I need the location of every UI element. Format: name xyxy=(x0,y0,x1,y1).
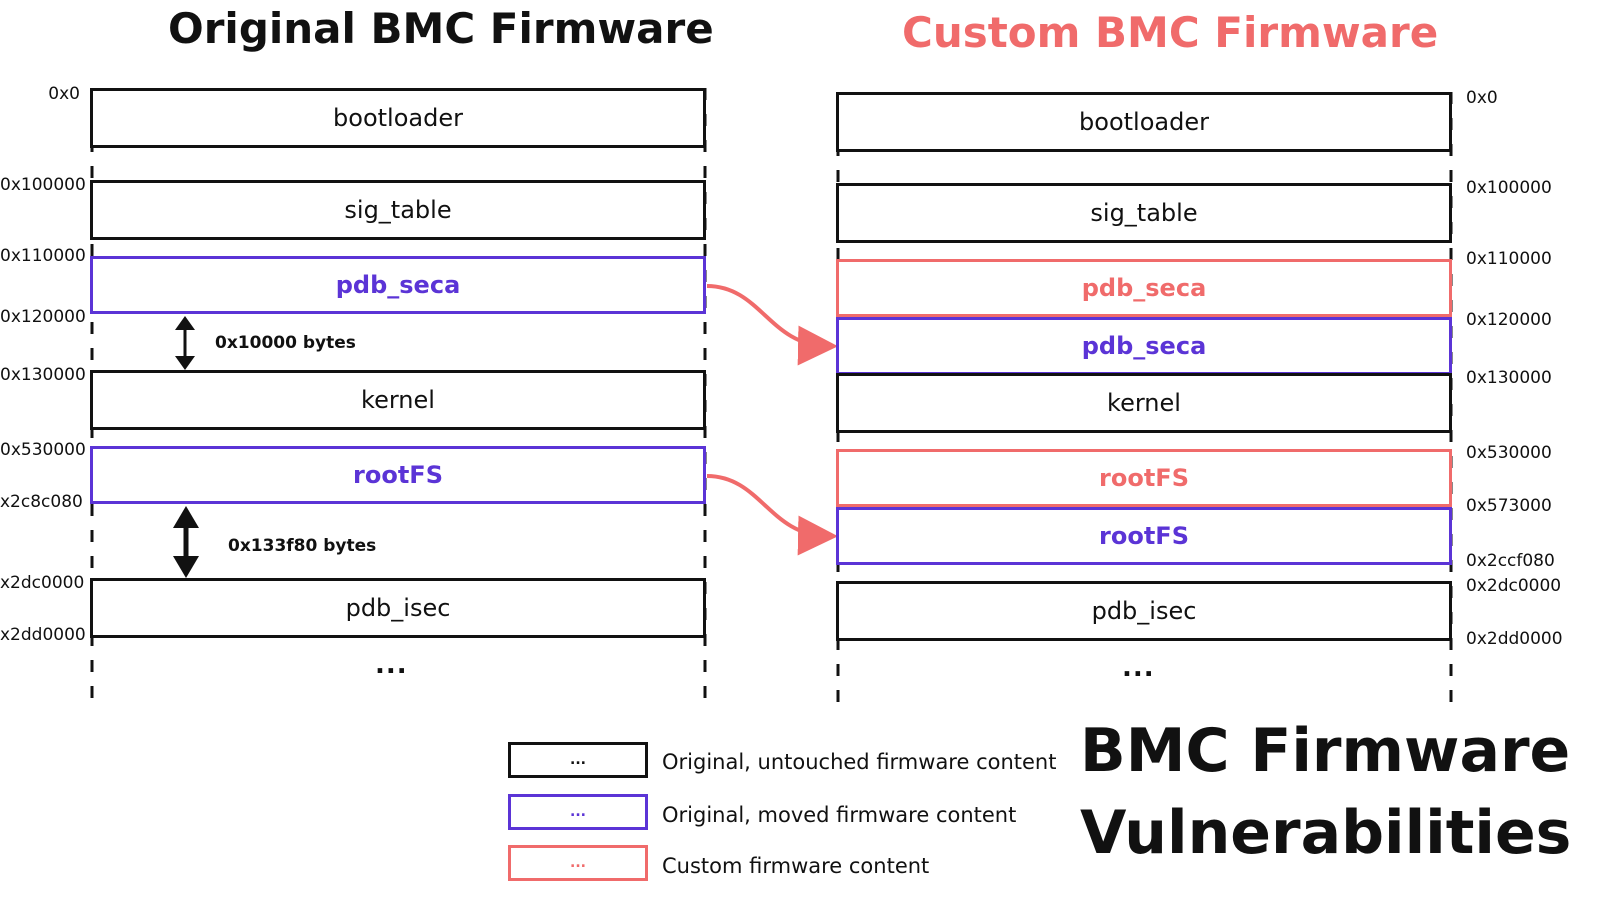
right-addr: 0x110000 xyxy=(1466,249,1552,269)
left-pdb-seca-block: pdb_seca xyxy=(90,256,706,314)
left-addr: 0x530000 xyxy=(0,440,86,460)
left-addr: 0x100000 xyxy=(0,175,86,195)
legend-original-label: Original, untouched firmware content xyxy=(662,750,1057,774)
left-addr: 0x120000 xyxy=(0,307,86,327)
legend-moved-swatch: ... xyxy=(508,794,648,830)
legend-original-swatch: ... xyxy=(508,742,648,778)
headline-line2: Vulnerabilities xyxy=(1080,798,1572,868)
right-rootfs-custom-block: rootFS xyxy=(836,449,1452,507)
right-addr: 0x573000 xyxy=(1466,496,1552,516)
right-ellipsis: ... xyxy=(1122,653,1155,683)
legend-moved-label: Original, moved firmware content xyxy=(662,803,1017,827)
right-addr: 0x120000 xyxy=(1466,310,1552,330)
pdb-seca-move-arrow xyxy=(706,284,838,366)
original-firmware-title: Original BMC Firmware xyxy=(168,4,714,53)
right-sig-table-block: sig_table xyxy=(836,183,1452,243)
right-kernel-block: kernel xyxy=(836,373,1452,433)
left-addr: 0x130000 xyxy=(0,365,86,385)
left-bootloader-block: bootloader xyxy=(90,88,706,148)
right-addr: 0x100000 xyxy=(1466,178,1552,198)
left-rootfs-block: rootFS xyxy=(90,446,706,504)
right-rootfs-moved-block: rootFS xyxy=(836,507,1452,565)
left-addr: 0x110000 xyxy=(0,246,86,266)
right-addr: 0x0 xyxy=(1466,88,1498,108)
right-pdb-seca-custom-block: pdb_seca xyxy=(836,259,1452,317)
legend-custom-swatch: ... xyxy=(508,845,648,881)
right-pdb-isec-block: pdb_isec xyxy=(836,581,1452,641)
rootfs-move-arrow xyxy=(706,474,838,556)
right-addr: 0x2dc0000 xyxy=(1466,576,1562,596)
left-addr: 0x0 xyxy=(48,84,80,104)
gap1-size-label: 0x10000 bytes xyxy=(215,333,356,353)
headline-line1: BMC Firmware xyxy=(1080,716,1571,786)
gap1-double-arrow xyxy=(175,316,195,370)
custom-firmware-title: Custom BMC Firmware xyxy=(902,8,1439,57)
left-sig-table-block: sig_table xyxy=(90,180,706,240)
left-kernel-block: kernel xyxy=(90,370,706,430)
gap2-double-arrow xyxy=(173,506,199,578)
right-pdb-seca-moved-block: pdb_seca xyxy=(836,317,1452,375)
left-pdb-isec-block: pdb_isec xyxy=(90,578,706,638)
right-addr: 0x530000 xyxy=(1466,443,1552,463)
left-addr: x2dd0000 xyxy=(0,625,86,645)
right-addr: 0x130000 xyxy=(1466,368,1552,388)
right-addr: 0x2dd0000 xyxy=(1466,629,1563,649)
legend-custom-label: Custom firmware content xyxy=(662,854,930,878)
right-addr: 0x2ccf080 xyxy=(1466,551,1555,571)
left-addr: x2c8c080 xyxy=(0,492,83,512)
left-addr: x2dc0000 xyxy=(0,573,85,593)
right-bootloader-block: bootloader xyxy=(836,92,1452,152)
gap2-size-label: 0x133f80 bytes xyxy=(228,536,377,556)
left-ellipsis: ... xyxy=(375,650,408,680)
